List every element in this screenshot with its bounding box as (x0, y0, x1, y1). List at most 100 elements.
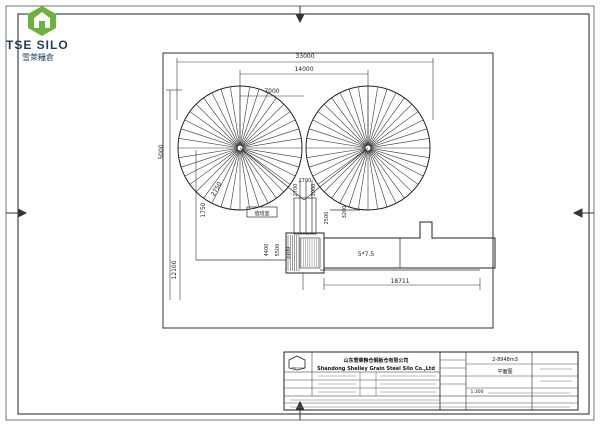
building-outline (323, 221, 496, 269)
dim-18711: 18711 (390, 278, 409, 285)
bin-spoke (367, 147, 430, 158)
bin-spoke (239, 138, 302, 149)
bin-spoke (367, 86, 378, 149)
bin-spoke (367, 147, 405, 199)
bin-spoke (211, 92, 241, 149)
bin-spoke (180, 128, 241, 149)
site-boundary (162, 52, 494, 329)
bin-spoke (367, 88, 388, 149)
bin-spoke (358, 86, 369, 149)
bin-spoke (239, 147, 277, 199)
bin-spoke (230, 147, 241, 210)
bin-spoke (203, 97, 241, 149)
company-name-en: Shandong Shelley Grain Steel Silo Co.,Lt… (317, 366, 435, 372)
bin-spoke (239, 111, 291, 149)
bin-spoke (239, 147, 300, 168)
bin-spoke (239, 147, 296, 177)
label-building-block: 5*7.5 (358, 251, 375, 258)
bin-spoke (331, 97, 369, 149)
titleblock-logo-text: TSE SILO (290, 366, 305, 370)
bin-spoke (367, 147, 388, 208)
left-dimensions (166, 89, 197, 300)
bin-spoke (239, 119, 296, 149)
title-block-fine-print (290, 368, 572, 408)
bin-spoke (312, 119, 369, 149)
silo-bin-left (177, 85, 303, 211)
bin-spoke (308, 147, 369, 168)
view-name: 平面图 (497, 369, 512, 375)
dim-2500: 2500 (324, 212, 330, 225)
dim-overall-height: 5000 (158, 144, 165, 159)
dim-3100: 3100 (286, 247, 292, 260)
bin-spoke (323, 147, 369, 193)
logo-brand-cn: 雪萊糧倉 (22, 53, 54, 62)
bin-spoke (367, 147, 413, 193)
dim-12100: 12100 (171, 260, 178, 279)
bin-spoke (178, 147, 241, 158)
bin-spoke (306, 147, 369, 158)
bin-spoke (239, 97, 277, 149)
bin-spoke (317, 111, 369, 149)
bin-spoke (306, 138, 369, 149)
bin-spoke (220, 88, 241, 149)
bin-spoke (239, 147, 250, 210)
bin-spoke (189, 111, 241, 149)
bin-spoke (367, 147, 397, 204)
bin-spoke (367, 147, 419, 185)
dim-5500: 5500 (275, 244, 281, 257)
brand-logo: TSE SILO 雪萊糧倉 (4, 4, 80, 62)
dim-1750: 1750 (200, 202, 207, 217)
bin-spoke (317, 147, 369, 185)
bin-spoke (195, 103, 241, 149)
bin-spoke (195, 147, 241, 193)
bin-spoke (239, 88, 260, 149)
bin-spoke (203, 147, 241, 199)
bin-spoke (367, 147, 428, 168)
bin-spoke (367, 119, 424, 149)
dim-2750: 2750 (210, 181, 224, 198)
bin-spoke (239, 147, 291, 185)
bin-spoke (239, 147, 260, 208)
bin-spoke (239, 128, 300, 149)
bin-spoke (178, 138, 241, 149)
bin-spoke (323, 103, 369, 149)
bin-spoke (239, 147, 302, 158)
bin-spoke (367, 111, 419, 149)
bin-spoke (331, 147, 369, 199)
bin-spoke (184, 119, 241, 149)
bin-spoke (189, 147, 241, 185)
bin-spoke (312, 147, 369, 177)
bottom-dimension (323, 278, 481, 290)
logo-brand-text: TSE SILO (6, 38, 69, 52)
bin-spoke (367, 138, 430, 149)
bin-spoke (367, 128, 428, 149)
dim-center-spacing: 14000 (294, 66, 313, 73)
bin-spoke (239, 147, 285, 193)
bin-spoke (348, 88, 369, 149)
bin-spoke (367, 97, 405, 149)
bin-spoke (239, 103, 285, 149)
bin-spoke (348, 147, 369, 208)
drawing-number: 2-8948m3 (492, 357, 518, 363)
bin-spoke (220, 147, 241, 208)
bin-spoke (308, 128, 369, 149)
bin-spoke (239, 86, 250, 149)
logo-house-icon (28, 6, 56, 36)
label-small-room: 值班室 (254, 210, 269, 217)
dim-overall-width: 33000 (295, 53, 314, 60)
intake-pit-hatch (287, 235, 319, 271)
dim-bin-radius: 7000 (264, 88, 279, 95)
bin-spoke (367, 103, 413, 149)
dim-2700-a: 2700 (299, 178, 312, 184)
dim-4400: 4400 (264, 244, 270, 257)
bin-spoke (339, 147, 369, 204)
frame-center-marks (6, 6, 594, 420)
conveyor-lines (196, 147, 480, 271)
bin-spoke (239, 147, 269, 204)
bin-spoke (367, 92, 397, 149)
silo-bin-right (305, 85, 431, 211)
titleblock-logo-icon (288, 355, 306, 371)
dim-2700-b: 2700 (293, 184, 299, 197)
bin-spoke (367, 147, 378, 210)
